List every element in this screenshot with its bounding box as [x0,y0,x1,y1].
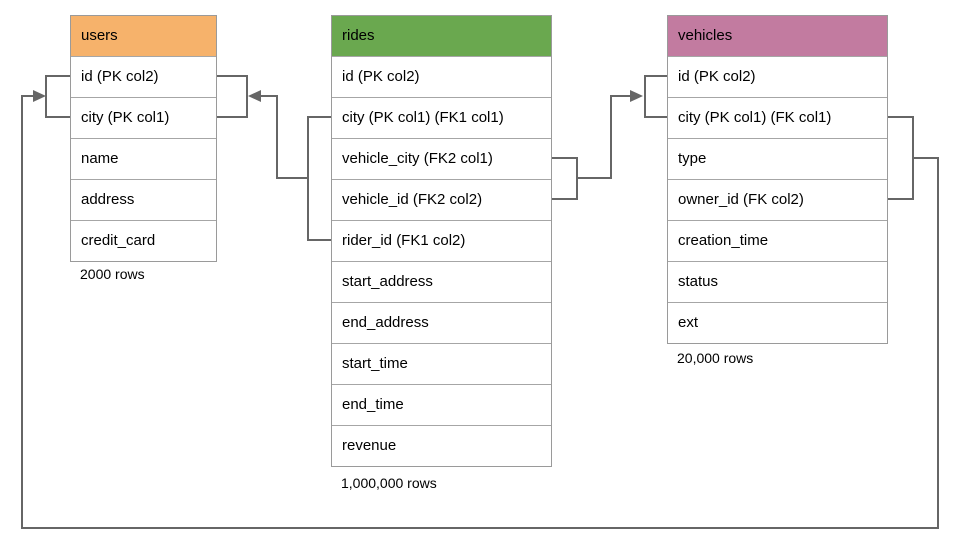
table-row: name [71,138,216,179]
vehicles-fk-line [21,95,939,529]
rides-fk2-bracket [552,157,578,200]
table-row: creation_time [668,220,887,261]
rides-fk2-line [577,95,630,179]
table-row: rider_id (FK1 col2) [332,220,551,261]
table-users-rowcount: 2000 rows [80,266,145,282]
table-row: status [668,261,887,302]
table-vehicles: vehicles id (PK col2) city (PK col1) (FK… [667,15,888,344]
table-rides-rowcount: 1,000,000 rows [341,475,437,491]
arrowhead-into-users-right-icon [248,90,261,102]
table-row: end_address [332,302,551,343]
table-row: id (PK col2) [71,56,216,97]
table-row: ext [668,302,887,343]
table-row: owner_id (FK col2) [668,179,887,220]
users-pk-bracket-left [45,75,70,118]
table-row: start_address [332,261,551,302]
table-row: city (PK col1) (FK col1) [668,97,887,138]
table-row: vehicle_city (FK2 col1) [332,138,551,179]
table-vehicles-header: vehicles [668,16,887,56]
table-row: start_time [332,343,551,384]
users-pk-bracket-right [217,75,248,118]
table-row: address [71,179,216,220]
arrowhead-into-vehicles-icon [630,90,643,102]
table-row: city (PK col1) (FK1 col1) [332,97,551,138]
table-row: end_time [332,384,551,425]
table-vehicles-rowcount: 20,000 rows [677,350,754,366]
table-row: vehicle_id (FK2 col2) [332,179,551,220]
table-users-header: users [71,16,216,56]
rides-fk1-bracket [307,116,331,241]
table-rides-header: rides [332,16,551,56]
table-row: credit_card [71,220,216,261]
arrowhead-into-users-left-icon [33,90,46,102]
table-rides: rides id (PK col2) city (PK col1) (FK1 c… [331,15,552,467]
rides-fk1-line [261,95,308,179]
vehicles-fk-bracket [888,116,914,200]
vehicles-pk-bracket-left [644,75,667,118]
table-row: type [668,138,887,179]
table-row: id (PK col2) [332,56,551,97]
table-users: users id (PK col2) city (PK col1) name a… [70,15,217,262]
table-row: id (PK col2) [668,56,887,97]
table-row: city (PK col1) [71,97,216,138]
table-row: revenue [332,425,551,466]
